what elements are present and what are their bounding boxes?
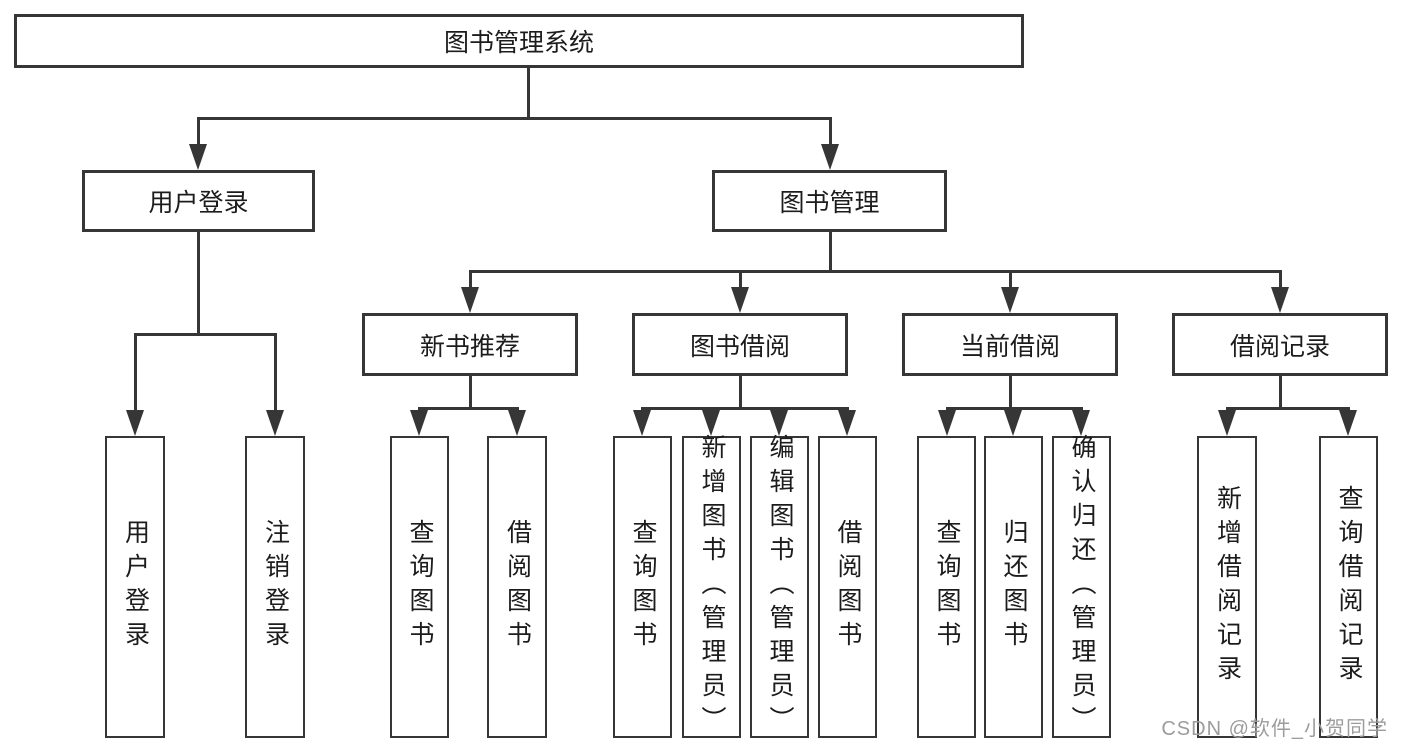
leaf-label: 用户登录	[121, 519, 150, 655]
leaf-label: 借阅图书	[834, 519, 862, 655]
leaf-label: 新增图书（管理员）	[698, 434, 726, 740]
edge-borrow-bus	[641, 407, 849, 410]
leaf-label: 新增借阅记录	[1213, 485, 1242, 689]
edge-to-book-borrow	[739, 270, 742, 289]
arrow-down-icon	[410, 410, 428, 436]
arrow-down-icon	[1001, 287, 1019, 313]
arrow-down-icon	[702, 410, 720, 436]
leaf-label: 借阅图书	[503, 519, 532, 655]
leaf-label: 归还图书	[1000, 519, 1028, 655]
leaf-borrow-books-recommend: 借阅图书	[487, 436, 547, 738]
arrow-down-icon	[266, 410, 284, 436]
leaf-logout: 注销登录	[245, 436, 305, 738]
arrow-down-icon	[1218, 410, 1236, 436]
leaf-add-borrow-record: 新增借阅记录	[1197, 436, 1257, 738]
leaf-label: 查询图书	[933, 519, 961, 655]
arrow-down-icon	[770, 410, 788, 436]
node-new-book-recommend: 新书推荐	[362, 313, 578, 376]
leaf-label: 查询图书	[629, 519, 657, 655]
arrow-down-icon	[1004, 410, 1022, 436]
leaf-query-books-current: 查询图书	[917, 436, 976, 738]
arrow-down-icon	[731, 287, 749, 313]
edge-records-bus	[1226, 407, 1349, 410]
edge-to-current-borrow	[1009, 270, 1012, 289]
edge-to-user-login	[197, 117, 200, 146]
node-borrow-records: 借阅记录	[1172, 313, 1388, 376]
node-user-login: 用户登录	[82, 170, 315, 232]
leaf-query-books-borrow: 查询图书	[613, 436, 672, 738]
edge-to-leaf-logout	[274, 333, 277, 412]
leaf-edit-book-admin: 编辑图书（管理员）	[750, 434, 809, 740]
edge-records-drop	[1279, 376, 1282, 410]
arrow-down-icon	[508, 410, 526, 436]
edge-recommend-bus	[418, 407, 519, 410]
edge-management-drop	[829, 232, 832, 273]
node-book-borrow: 图书借阅	[632, 313, 848, 376]
edge-root-drop	[527, 68, 530, 119]
leaf-label: 注销登录	[261, 519, 290, 655]
edge-to-leaf-user-login	[134, 333, 137, 412]
leaf-return-books: 归还图书	[984, 436, 1043, 738]
leaf-user-login: 用户登录	[105, 436, 165, 738]
leaf-query-borrow-record: 查询借阅记录	[1319, 436, 1378, 738]
edge-borrow-drop	[739, 376, 742, 410]
arrow-down-icon	[1271, 287, 1289, 313]
node-current-borrow: 当前借阅	[902, 313, 1118, 376]
node-book-management: 图书管理	[712, 170, 947, 232]
edge-login-drop	[197, 232, 200, 335]
arrow-down-icon	[1339, 410, 1357, 436]
edge-root-bus	[197, 117, 832, 120]
arrow-down-icon	[461, 287, 479, 313]
leaf-query-books-recommend: 查询图书	[390, 436, 449, 738]
arrow-down-icon	[189, 144, 207, 170]
edge-management-bus	[469, 270, 1282, 273]
arrow-down-icon	[838, 410, 856, 436]
leaf-borrow-books: 借阅图书	[818, 436, 877, 738]
edge-to-book-management	[829, 117, 832, 146]
csdn-watermark: CSDN @软件_小贺同学	[1161, 718, 1388, 740]
edge-to-borrow-records	[1279, 270, 1282, 289]
arrow-down-icon	[938, 410, 956, 436]
edge-to-new-book	[469, 270, 472, 289]
node-library-system: 图书管理系统	[14, 14, 1024, 68]
edge-current-drop	[1009, 376, 1012, 410]
leaf-label: 编辑图书（管理员）	[766, 434, 794, 740]
arrow-down-icon	[633, 410, 651, 436]
leaf-label: 确认归还（管理员）	[1068, 434, 1096, 740]
leaf-confirm-return-admin: 确认归还（管理员）	[1052, 434, 1111, 740]
leaf-add-book-admin: 新增图书（管理员）	[682, 434, 741, 740]
leaf-label: 查询借阅记录	[1335, 485, 1363, 689]
arrow-down-icon	[1072, 410, 1090, 436]
arrow-down-icon	[126, 410, 144, 436]
edge-login-bus	[134, 333, 277, 336]
leaf-label: 查询图书	[406, 519, 434, 655]
edge-recommend-drop	[469, 376, 472, 410]
arrow-down-icon	[821, 144, 839, 170]
